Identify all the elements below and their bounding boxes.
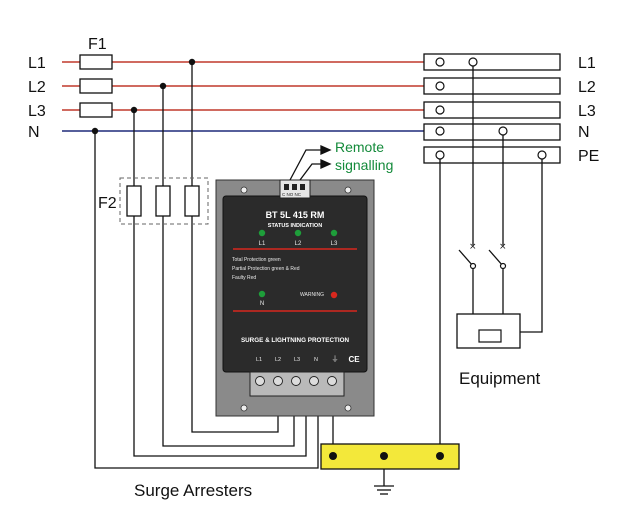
terminal-screw-l1 [255, 376, 265, 386]
led-warning [330, 291, 338, 299]
fuse-f2-l2 [155, 185, 171, 217]
remote-arrowhead-upper [320, 144, 332, 156]
busbar-pe [423, 146, 561, 164]
ground-symbol [374, 469, 394, 495]
fuse-f1-l2 [79, 78, 113, 94]
fuse-f1-l3 [79, 102, 113, 118]
led-l2 [294, 229, 302, 237]
connector-pin-3 [300, 184, 305, 190]
busbar-l1-terminal-a [435, 57, 445, 67]
busbars [423, 53, 561, 164]
terminal-screw-l2 [273, 376, 283, 386]
surge-arrester-device: C NO NC BT 5L 415 RM STATUS INDICATION L… [215, 179, 375, 417]
status-partial: Partial Protection green & Red [232, 266, 300, 272]
switch-contacts: × × [469, 242, 507, 270]
terminal-label-l2: L2 [275, 357, 281, 363]
led-l1 [258, 229, 266, 237]
mount-hole-tr [344, 186, 352, 194]
terminal-screw-l3 [291, 376, 301, 386]
warning-text: WARNING [300, 292, 324, 298]
status-faulty: Faulty Red [232, 275, 256, 281]
switch-blade-2 [488, 249, 504, 267]
switch-pivot-1 [469, 262, 477, 270]
busbar-l2 [423, 77, 561, 95]
connector-pin-1 [284, 184, 289, 190]
fuse-f2-group [119, 177, 209, 225]
led-label-l2: L2 [295, 241, 302, 247]
remote-arrow-upper [289, 149, 322, 181]
led-label-l1: L1 [259, 241, 266, 247]
busbar-n-terminal-b [498, 126, 508, 136]
switch-blade-1 [458, 249, 474, 267]
busbar-n-terminal-a [435, 126, 445, 136]
equipment-wiring [439, 66, 543, 456]
mount-hole-br [344, 404, 352, 412]
led-n [258, 290, 266, 298]
right-label-pe: PE [578, 148, 599, 165]
status-total: Total Protection green [232, 257, 281, 263]
earth-bar-dot-pe [436, 452, 444, 460]
busbar-l1 [423, 53, 561, 71]
earth-bar [320, 443, 460, 470]
right-label-n: N [578, 124, 590, 141]
terminal-screw-pe [327, 376, 337, 386]
fuse-f1-l1 [79, 54, 113, 70]
busbar-l1-terminal-b [468, 57, 478, 67]
mount-hole-tl [240, 186, 248, 194]
terminal-label-l1: L1 [256, 357, 262, 363]
earth-bar-dot-ground [380, 452, 388, 460]
mount-hole-bl [240, 404, 248, 412]
remote-arrows [289, 144, 332, 181]
busbar-l3 [423, 101, 561, 119]
wire-l3-drop [133, 110, 307, 457]
arrester-wires [94, 62, 334, 469]
earth-bar-dot-device [329, 452, 337, 460]
led-l3 [330, 229, 338, 237]
busbar-n [423, 123, 561, 141]
equipment-inner [478, 329, 502, 343]
terminal-screws [255, 376, 337, 386]
fuse-f1-label: F1 [88, 36, 107, 53]
supply-lines [62, 61, 432, 132]
remote-label-line2: signalling [335, 157, 393, 173]
fuse-f2-l1 [184, 185, 200, 217]
fuse-f2-l3 [126, 185, 142, 217]
led-label-n: N [260, 301, 264, 307]
fuse-f2-label: F2 [98, 195, 117, 212]
left-label-l1: L1 [28, 55, 46, 72]
terminal-screw-n [309, 376, 319, 386]
busbar-pe-terminal-b [537, 150, 547, 160]
left-label-l3: L3 [28, 103, 46, 120]
connector-pin-2 [292, 184, 297, 190]
busbar-pe-terminal-a [435, 150, 445, 160]
terminal-label-l3: L3 [294, 357, 300, 363]
remote-label-line1: Remote [335, 139, 384, 155]
terminal-label-earth: ⏚ [332, 355, 339, 363]
left-label-n: N [28, 124, 40, 141]
wire-n-drop [94, 131, 319, 469]
right-label-l2: L2 [578, 79, 596, 96]
connector-labels: C NO NC [282, 192, 302, 197]
equipment-label: Equipment [459, 369, 541, 388]
device-subtitle: STATUS INDICATION [268, 223, 322, 229]
ce-mark: CE [348, 355, 360, 364]
remote-arrow-lower [299, 163, 322, 181]
switch-pivot-2 [499, 262, 507, 270]
right-label-l3: L3 [578, 103, 596, 120]
wire-pe-to-equipment [520, 159, 543, 333]
right-label-l1: L1 [578, 55, 596, 72]
left-label-l2: L2 [28, 79, 46, 96]
switch-contact-mark-1: × [469, 242, 477, 252]
device-model: BT 5L 415 RM [266, 210, 325, 220]
remote-arrowhead-lower [320, 158, 332, 170]
terminal-label-n: N [314, 357, 318, 363]
led-label-l3: L3 [331, 241, 338, 247]
device-banner: SURGE & LIGHTNING PROTECTION [241, 337, 350, 344]
busbar-l2-terminal [435, 81, 445, 91]
caption-surge-arresters: Surge Arresters [134, 481, 252, 500]
busbar-l3-terminal [435, 105, 445, 115]
switch-contact-mark-2: × [499, 242, 507, 252]
wire-l2-drop [162, 86, 295, 447]
